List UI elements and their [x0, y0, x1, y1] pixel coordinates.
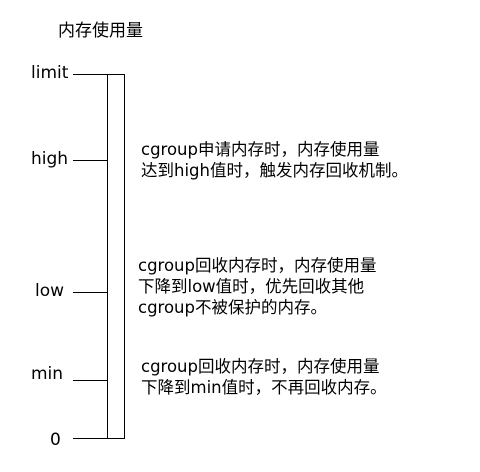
description-min-line-2: 下降到min值时，不再回收内存。 [141, 378, 387, 397]
label-low: low [35, 281, 65, 301]
label-zero: 0 [50, 430, 61, 450]
description-min-line-1: cgroup回收内存时，内存使用量 [141, 357, 380, 376]
tick-high [73, 160, 107, 161]
memory-usage-bar [107, 74, 125, 439]
description-high-line-2: 达到high值时，触发内存回收机制。 [141, 161, 408, 180]
tick-limit [73, 74, 107, 75]
tick-zero [73, 438, 107, 439]
label-high: high [31, 149, 69, 169]
description-low: cgroup回收内存时，内存使用量 下降到low值时，优先回收其他 cgroup… [138, 255, 377, 318]
description-low-line-1: cgroup回收内存时，内存使用量 [138, 256, 377, 275]
description-high-line-1: cgroup申请内存时，内存使用量 [141, 140, 380, 159]
diagram-title: 内存使用量 [58, 21, 143, 41]
description-high: cgroup申请内存时，内存使用量 达到high值时，触发内存回收机制。 [141, 139, 408, 181]
description-min: cgroup回收内存时，内存使用量 下降到min值时，不再回收内存。 [141, 356, 387, 398]
label-limit: limit [31, 63, 69, 83]
description-low-line-2: 下降到low值时，优先回收其他 [138, 277, 365, 296]
tick-low [73, 292, 107, 293]
tick-min [73, 380, 107, 381]
label-min: min [31, 364, 64, 384]
description-low-line-3: cgroup不被保护的内存。 [138, 298, 327, 317]
